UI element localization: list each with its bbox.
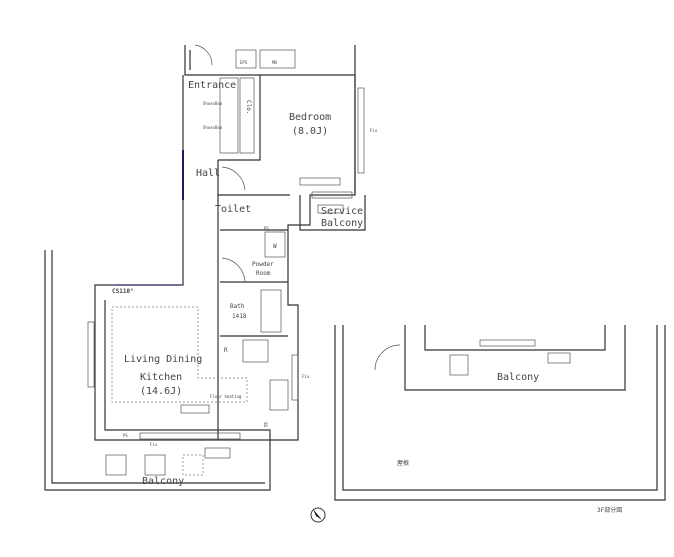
label-mb: MB xyxy=(272,60,277,65)
label-powder-room: Room xyxy=(256,270,271,277)
room-labels: Entrance ShoesBox ShoesBox Clo. EPS MB B… xyxy=(112,60,622,514)
label-hall: Hall xyxy=(196,168,220,179)
label-bedroom-size: (8.0J) xyxy=(292,126,328,137)
label-bath: Bath xyxy=(230,303,245,310)
label-closet: Clo. xyxy=(245,100,252,114)
label-powder: Powder xyxy=(252,261,274,268)
label-service: Service xyxy=(321,206,363,217)
label-ceiling: CS110° xyxy=(112,288,134,295)
label-entrance: Entrance xyxy=(188,80,236,91)
label-bath-size: 1418 xyxy=(232,313,247,320)
label-kitchen: Kitchen xyxy=(140,372,182,383)
label-shoesbox-1: ShoesBox xyxy=(203,101,223,106)
label-fix-2: Fix xyxy=(302,374,310,379)
label-balcony-3f: Balcony xyxy=(497,372,539,383)
label-sb: SB xyxy=(263,422,268,427)
label-ldk: Living Dining xyxy=(124,354,202,365)
label-floor-heating: Floor heating xyxy=(210,394,242,399)
label-washer: W xyxy=(273,243,277,250)
label-service-balcony: Balcony xyxy=(321,218,363,229)
label-fridge: R xyxy=(224,347,228,354)
caption-3f-partial: 3F部分図 xyxy=(597,506,622,514)
label-roof: 屋根 xyxy=(397,459,409,467)
fixtures xyxy=(87,44,571,476)
label-fix-3: Fix xyxy=(150,442,158,447)
label-balcony: Balcony xyxy=(142,476,184,487)
label-eps: EPS xyxy=(240,60,248,65)
walls xyxy=(44,45,666,501)
north-arrow-icon xyxy=(310,507,326,523)
label-toilet: Toilet xyxy=(215,204,251,215)
label-ldk-size: (14.6J) xyxy=(140,386,182,397)
label-fix-1: Fix xyxy=(370,128,378,133)
label-shoesbox-2: ShoesBox xyxy=(203,125,223,130)
label-bedroom: Bedroom xyxy=(289,112,331,123)
label-ps-upper: PS xyxy=(264,226,269,231)
label-ps-lower: PS xyxy=(123,433,128,438)
